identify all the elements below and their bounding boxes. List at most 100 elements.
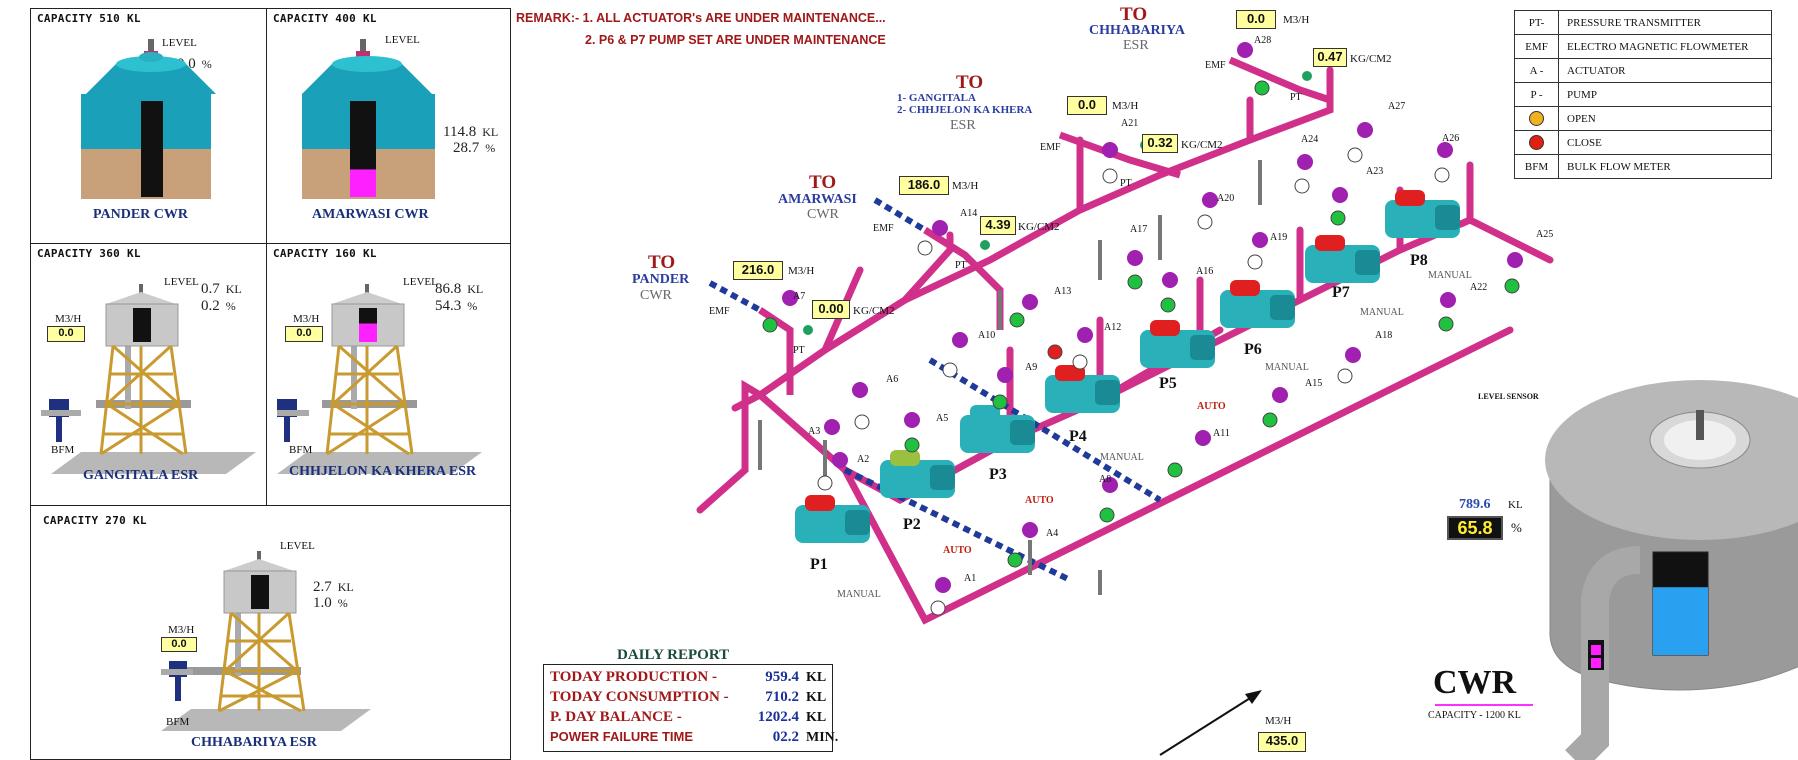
bfm-label: BFM xyxy=(51,444,75,456)
dest-pander-name: PANDER xyxy=(632,272,690,287)
legend-key: A - xyxy=(1515,59,1559,82)
actuator-a28[interactable]: A28 xyxy=(1254,35,1272,46)
remark-line-2: 2. P6 & P7 PUMP SET ARE UNDER MAINTENANC… xyxy=(585,33,886,47)
actuator-a10[interactable]: A10 xyxy=(978,330,996,341)
chhabariya-flow-unit: M3/H xyxy=(1283,14,1310,26)
daily-report-title: DAILY REPORT xyxy=(617,647,730,663)
actuator-a25[interactable]: A25 xyxy=(1536,229,1554,240)
pump-label-p4[interactable]: P4 xyxy=(1069,428,1087,445)
actuator-a4[interactable]: A4 xyxy=(1046,528,1059,539)
chhabariya-pressure-readout: 0.47 xyxy=(1313,48,1347,67)
actuator-a6[interactable]: A6 xyxy=(886,374,899,385)
tank-name: CHHJELON KA KHERA ESR xyxy=(289,464,477,479)
report-value: 02.2 xyxy=(772,729,799,745)
pt-label: PT xyxy=(1290,92,1302,103)
legend-value: PRESSURE TRANSMITTER xyxy=(1567,16,1701,29)
report-unit: KL xyxy=(806,710,827,725)
actuator-a12[interactable]: A12 xyxy=(1104,322,1122,333)
actuator-a17[interactable]: A17 xyxy=(1130,224,1148,235)
level-label: LEVEL xyxy=(385,34,420,46)
report-label: P. DAY BALANCE - xyxy=(550,709,682,725)
level-percent: 1.0% xyxy=(313,595,348,611)
actuator-a3[interactable]: A3 xyxy=(808,426,821,437)
level-percent: 28.7% xyxy=(453,140,496,156)
legend-key: PT- xyxy=(1515,11,1559,34)
actuator-a23[interactable]: A23 xyxy=(1366,166,1384,177)
pump-mode-p6: MANUAL xyxy=(1265,362,1309,373)
pump-label-p7[interactable]: P7 xyxy=(1332,284,1350,301)
legend-key: EMF xyxy=(1515,35,1559,58)
pump-label-p5[interactable]: P5 xyxy=(1159,375,1177,392)
pump-label-p2[interactable]: P2 xyxy=(903,516,921,533)
dest-chhabariya-name: CHHABARIYA xyxy=(1089,23,1185,38)
pander-flow-unit: M3/H xyxy=(788,265,815,277)
actuator-a2[interactable]: A2 xyxy=(857,454,870,465)
actuator-a8[interactable]: A8 xyxy=(1099,474,1112,485)
actuator-a9[interactable]: A9 xyxy=(1025,362,1038,373)
legend-value: CLOSE xyxy=(1567,136,1602,149)
pump-label-p1[interactable]: P1 xyxy=(810,556,828,573)
report-label: TODAY CONSUMPTION - xyxy=(550,689,729,705)
cwr-percent-unit: % xyxy=(1511,520,1522,535)
amarwasi-pressure-readout: 4.39 xyxy=(980,216,1016,235)
to-pander-label: TO xyxy=(648,252,676,273)
gangitala-flow-unit: M3/H xyxy=(1112,100,1139,112)
pump-bodies xyxy=(795,190,1460,543)
tower-illustration xyxy=(41,284,256,474)
actuator-a13[interactable]: A13 xyxy=(1054,286,1072,297)
daily-report-table: TODAY PRODUCTION - 959.4 KL TODAY CONSUM… xyxy=(543,664,838,752)
legend-value: ACTUATOR xyxy=(1567,64,1626,77)
pump-label-p3[interactable]: P3 xyxy=(989,466,1007,483)
inflow-unit: M3/H xyxy=(1265,715,1292,727)
tank-panel-pander: CAPACITY 510 KL LEVEL 0.0% PANDER CWR xyxy=(30,8,267,244)
tank-name: CHHABARIYA ESR xyxy=(191,735,317,750)
gangitala-pressure-unit: KG/CM2 xyxy=(1181,139,1223,151)
actuator-a20[interactable]: A20 xyxy=(1217,193,1235,204)
level-label: LEVEL xyxy=(280,540,315,552)
actuator-a14[interactable]: A14 xyxy=(960,208,978,219)
report-value: 959.4 xyxy=(765,669,799,685)
actuator-a18[interactable]: A18 xyxy=(1375,330,1393,341)
actuator-a21[interactable]: A21 xyxy=(1121,118,1139,129)
actuator-a26[interactable]: A26 xyxy=(1442,133,1460,144)
level-label: LEVEL xyxy=(162,37,197,49)
flow-readout: 0.0 xyxy=(47,326,85,342)
pump-mode-p7: MANUAL xyxy=(1360,307,1404,318)
level-percent: 54.3% xyxy=(435,298,478,314)
actuator-a1[interactable]: A1 xyxy=(964,573,977,584)
actuator-a16[interactable]: A16 xyxy=(1196,266,1214,277)
dest-gangitala-line1: 1- GANGITALA xyxy=(897,92,976,104)
pump-mode-p3: AUTO xyxy=(1025,495,1054,506)
report-label: TODAY PRODUCTION - xyxy=(550,669,717,685)
bfm-label: BFM xyxy=(289,444,313,456)
report-label: POWER FAILURE TIME xyxy=(550,729,693,744)
tank-capacity: CAPACITY 270 KL xyxy=(43,514,147,527)
actuator-a22[interactable]: A22 xyxy=(1470,282,1488,293)
pump-mode-p2: AUTO xyxy=(943,545,972,556)
actuator-a11[interactable]: A11 xyxy=(1213,428,1230,439)
dest-pander-type: CWR xyxy=(640,288,672,303)
legend-row: A - ACTUATOR xyxy=(1515,59,1771,83)
pump-label-p8[interactable]: P8 xyxy=(1410,252,1428,269)
pump-mode-p1: MANUAL xyxy=(837,589,881,600)
actuator-a19[interactable]: A19 xyxy=(1270,232,1288,243)
actuator-a15[interactable]: A15 xyxy=(1305,378,1323,389)
amarwasi-flow-readout: 186.0 xyxy=(899,176,949,195)
pump-label-p6[interactable]: P6 xyxy=(1244,341,1262,358)
actuator-a27[interactable]: A27 xyxy=(1388,101,1406,112)
tank-illustration xyxy=(81,39,216,199)
emf-label: EMF xyxy=(1040,142,1061,153)
chhabariya-flow-readout: 0.0 xyxy=(1236,10,1276,29)
actuator-a24[interactable]: A24 xyxy=(1301,134,1319,145)
amarwasi-pressure-unit: KG/CM2 xyxy=(1018,221,1060,233)
flow-readout: 0.0 xyxy=(285,326,323,342)
to-gangitala-label: TO xyxy=(956,72,984,93)
actuator-a5[interactable]: A5 xyxy=(936,413,949,424)
flow-unit: M3/H xyxy=(168,624,195,636)
actuator-a7[interactable]: A7 xyxy=(793,291,806,302)
